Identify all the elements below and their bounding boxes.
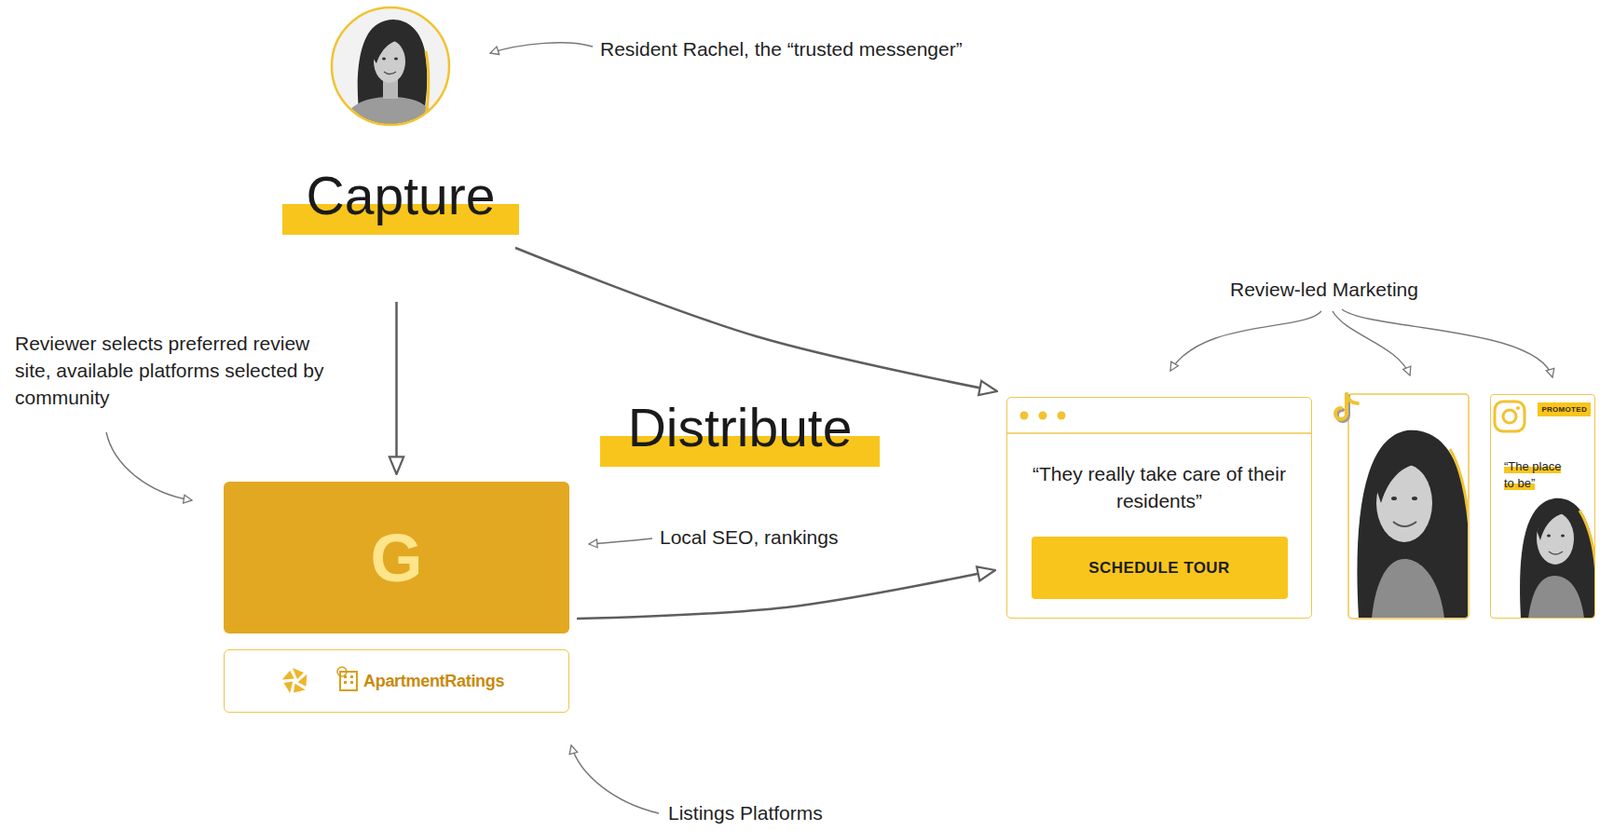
listing-site-box: ApartmentRatings bbox=[223, 649, 570, 713]
label-anchor: Local SEO, rankings bbox=[659, 525, 838, 550]
label-anchor: Reviewer selects preferred review site, … bbox=[14, 329, 342, 411]
building-outline bbox=[340, 671, 357, 691]
instagram-photo bbox=[1519, 498, 1595, 618]
tiktok-icon bbox=[1335, 394, 1358, 422]
eye bbox=[1560, 534, 1565, 538]
building-window bbox=[350, 681, 354, 684]
hair-fringe bbox=[1377, 455, 1432, 504]
eye bbox=[1546, 534, 1551, 538]
site-logo-letter: G bbox=[369, 524, 423, 592]
website-card: “They really take care of their resident… bbox=[1006, 396, 1313, 619]
icon-lens bbox=[1503, 410, 1517, 424]
logo-blade bbox=[282, 669, 297, 684]
flow-arrow bbox=[395, 301, 398, 475]
leader-line bbox=[490, 42, 593, 54]
logo-blade bbox=[280, 677, 297, 694]
leader-line bbox=[106, 432, 192, 501]
cutout-edge bbox=[423, 51, 429, 131]
leader-line bbox=[1341, 309, 1553, 378]
stage-title: Distribute bbox=[600, 397, 880, 458]
resident-portrait bbox=[330, 6, 452, 131]
leader-line bbox=[1332, 311, 1410, 376]
review-quote: “They really take care of their resident… bbox=[1029, 460, 1289, 515]
shirt bbox=[1528, 575, 1585, 618]
pinwheel-logo bbox=[280, 668, 311, 698]
icon-flag bbox=[1346, 394, 1358, 404]
stage-title: Capture bbox=[282, 165, 520, 226]
building-badge bbox=[337, 667, 347, 677]
portrait-photo bbox=[330, 6, 452, 131]
smile bbox=[383, 71, 397, 75]
hair-fringe bbox=[372, 34, 409, 64]
smile bbox=[1393, 521, 1417, 527]
leader-line bbox=[571, 745, 659, 814]
callout-label: Listings Platforms bbox=[668, 801, 823, 826]
leader-line bbox=[1170, 311, 1322, 371]
icon-dot bbox=[1516, 406, 1520, 411]
callout-note: Reviewer selects preferred review site, … bbox=[14, 329, 342, 411]
building-window bbox=[350, 675, 354, 679]
cta-button: SCHEDULE TOUR bbox=[1031, 536, 1288, 600]
window-dot bbox=[1057, 411, 1067, 421]
eye bbox=[382, 57, 386, 61]
stage-heading: Distribute bbox=[600, 397, 880, 467]
site-name: ApartmentRatings bbox=[363, 671, 505, 692]
review-quote: “The place to be” bbox=[1504, 459, 1561, 491]
label-anchor: Review-led Marketing bbox=[1230, 277, 1419, 302]
building-window bbox=[343, 681, 347, 684]
stage-heading: Capture bbox=[282, 165, 520, 235]
leader-line bbox=[588, 538, 653, 545]
shirt bbox=[1371, 559, 1445, 618]
callout-label: Local SEO, rankings bbox=[659, 525, 838, 550]
building-logo bbox=[337, 667, 357, 691]
hair bbox=[1519, 498, 1595, 618]
flow-arrow bbox=[515, 247, 998, 392]
cutout-edge bbox=[1579, 510, 1595, 618]
icon-frame bbox=[1494, 401, 1525, 432]
hair bbox=[1356, 430, 1468, 618]
label-anchor: Resident Rachel, the “trusted messenger” bbox=[600, 37, 963, 62]
label-anchor: Listings Platforms bbox=[668, 801, 823, 826]
smile bbox=[1548, 551, 1563, 555]
group-label: Review-led Marketing bbox=[1230, 277, 1419, 302]
instagram-card: PROMOTED “The place to be” bbox=[1490, 394, 1596, 619]
flow-arrow bbox=[576, 570, 996, 619]
callout-label: Resident Rachel, the “trusted messenger” bbox=[600, 37, 963, 62]
button-label: SCHEDULE TOUR bbox=[1088, 559, 1230, 578]
eye bbox=[1411, 496, 1418, 501]
portrait-ring bbox=[331, 7, 450, 125]
window-bar-rule bbox=[1007, 432, 1312, 435]
promoted-badge: PROMOTED bbox=[1537, 402, 1591, 417]
hair-fringe bbox=[1537, 507, 1575, 541]
window-dot bbox=[1039, 411, 1048, 421]
tiktok-photo bbox=[1356, 430, 1468, 618]
eye bbox=[394, 57, 398, 61]
cutout-edge bbox=[1449, 449, 1468, 618]
tiktok-card bbox=[1335, 394, 1473, 619]
window-dot bbox=[1020, 411, 1029, 421]
logo-blade bbox=[292, 668, 304, 680]
eye bbox=[1391, 496, 1397, 501]
icon-note bbox=[1335, 394, 1347, 420]
review-site-box: G bbox=[223, 481, 570, 634]
instagram-icon bbox=[1494, 401, 1525, 432]
